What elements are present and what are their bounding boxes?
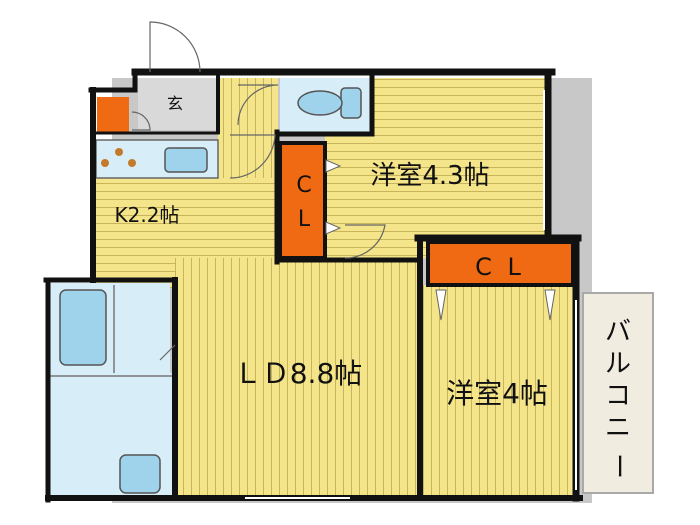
- closet-1-label-line1: C: [296, 173, 311, 198]
- toilet-tank: [340, 87, 362, 119]
- closet-door-marker: [325, 159, 342, 173]
- living-dining-floor: [175, 258, 423, 498]
- door-swings: [131, 21, 386, 361]
- entrance-label: 玄: [167, 94, 183, 113]
- closet-1: [278, 141, 327, 260]
- kitchen-label: K2.2帖: [115, 203, 180, 227]
- shoe-box: [97, 97, 129, 132]
- closet-2: [426, 240, 575, 287]
- washbasin-icon: [119, 454, 161, 494]
- toilet-bowl-icon: [297, 90, 343, 116]
- balcony-char: ー: [603, 453, 633, 479]
- western-room-2-label: 洋室4帖: [446, 377, 548, 410]
- balcony-char: バ: [605, 317, 631, 347]
- balcony-char: ル: [605, 349, 631, 379]
- closet-door-marker: [435, 289, 447, 321]
- closet-door-marker: [544, 289, 556, 321]
- balcony-label: バ ル コ ニ ー: [603, 317, 633, 479]
- western-room-1-label: 洋室4.3帖: [370, 161, 489, 191]
- entrance-floor: [138, 78, 218, 130]
- bathtub-icon: [59, 289, 107, 366]
- balcony-char: ニ: [605, 413, 631, 443]
- living-dining-label: ＬＤ8.8帖: [234, 357, 363, 390]
- closet-door-marker: [325, 221, 342, 235]
- closet-1-label-line2: L: [298, 207, 311, 232]
- stove-icon: [101, 148, 136, 167]
- closet-2-label: C L: [475, 253, 525, 281]
- balcony: [582, 292, 654, 494]
- sink-icon: [164, 147, 208, 173]
- balcony-char: コ: [605, 381, 631, 411]
